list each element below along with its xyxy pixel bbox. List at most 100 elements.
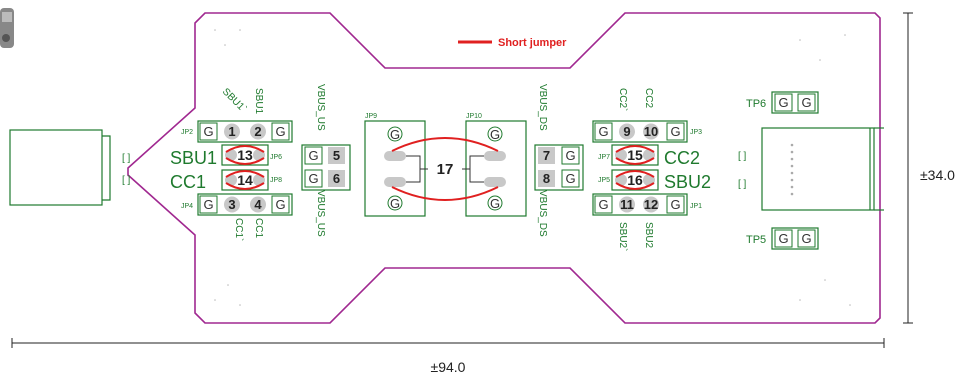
pad-7: 7 [538, 147, 555, 164]
svg-text:G: G [670, 124, 680, 139]
pad-g: G [666, 122, 685, 141]
svg-text:9: 9 [623, 124, 630, 139]
svg-text:G: G [308, 148, 318, 163]
svg-text:G: G [203, 124, 213, 139]
pad-g: G [304, 169, 323, 188]
label-cc1-bottom: CC1 [253, 218, 264, 238]
label-cc1-big: CC1 [170, 172, 206, 192]
svg-text:G: G [565, 171, 575, 186]
svg-text:[ ]: [ ] [122, 175, 131, 186]
jumper-14: 14 [225, 170, 265, 190]
svg-text:G: G [565, 148, 575, 163]
label-cc2-big: CC2 [664, 148, 700, 168]
svg-text:10: 10 [644, 124, 658, 139]
header-jp4 [197, 193, 293, 216]
svg-text:G: G [670, 197, 680, 212]
pad-g: G [199, 122, 218, 141]
svg-text:7: 7 [543, 148, 550, 163]
label-jp5: JP5 [598, 177, 610, 184]
svg-text:[ ]: [ ] [738, 179, 747, 190]
label-sbu2-prime: SBU2` [617, 222, 629, 251]
pad-9: 9 [619, 123, 635, 140]
corner-dots [214, 29, 851, 306]
legend-label: Short jumper [498, 37, 567, 49]
dimension-height: ±34.0 [903, 12, 955, 324]
label-sbu1-prime: SBU1` [220, 86, 249, 115]
header-jp3 [592, 120, 688, 143]
svg-text:[ ]: [ ] [738, 151, 747, 162]
pad-2: 2 [250, 123, 266, 140]
svg-text:G: G [801, 95, 811, 110]
label-cc1-prime: CC1` [233, 218, 245, 241]
usb-connector-left: [ ] [ ] [9, 129, 131, 206]
pad-g: G [271, 195, 290, 214]
label-sbu1-top: SBU1 [253, 88, 264, 115]
dimension-width: ±94.0 [11, 338, 885, 375]
label-jp1: JP1 [690, 203, 702, 210]
pad-g: G [390, 127, 400, 142]
pad-3: 3 [224, 196, 240, 213]
pad-4: 4 [250, 196, 266, 213]
label-sbu2-bottom: SBU2 [643, 222, 654, 249]
pad-11: 11 [619, 196, 635, 213]
header-vbus-us [301, 144, 351, 191]
pad-g: G [561, 169, 580, 188]
svg-text:14: 14 [237, 172, 253, 188]
label-jp3: JP3 [690, 129, 702, 136]
label-vbus-ds-top: VBUS_DS [537, 84, 548, 131]
legend: Short jumper [458, 37, 567, 49]
pad-g: G [666, 195, 685, 214]
label-cc2-top: CC2 [643, 88, 654, 108]
header-vbus-ds [534, 144, 584, 191]
label-jp6: JP6 [270, 154, 282, 161]
svg-text:15: 15 [627, 147, 643, 163]
pad-6: 6 [328, 170, 345, 187]
svg-text:G: G [778, 231, 788, 246]
component-icon [0, 8, 14, 48]
label-vbus-ds-bottom: VBUS_DS [537, 190, 548, 237]
pad-g: G [199, 195, 218, 214]
svg-text:8: 8 [543, 171, 550, 186]
label-jp4: JP4 [181, 203, 193, 210]
svg-text:G: G [203, 197, 213, 212]
jumper-16: 16 [615, 170, 655, 190]
svg-text:G: G [275, 124, 285, 139]
testpoint-tp6: TP6 G G [746, 91, 819, 114]
svg-text:G: G [801, 231, 811, 246]
svg-text:G: G [778, 95, 788, 110]
pad-10: 10 [643, 123, 659, 140]
svg-text:G: G [275, 197, 285, 212]
svg-text:G: G [308, 171, 318, 186]
pad-8: 8 [538, 170, 555, 187]
pad-g: G [594, 122, 613, 141]
usb-connector-right: [ ] [ ] [738, 127, 884, 211]
pad-g: G [594, 195, 613, 214]
pad-g: G [490, 196, 500, 211]
pad-g: G [304, 146, 323, 165]
svg-text:5: 5 [333, 148, 340, 163]
header-jp1 [592, 193, 688, 216]
svg-text:6: 6 [333, 171, 340, 186]
svg-text:[ ]: [ ] [122, 153, 131, 164]
pad-12: 12 [643, 196, 659, 213]
svg-text:±34.0: ±34.0 [920, 167, 955, 183]
label-sbu1-big: SBU1 [170, 148, 217, 168]
svg-text:G: G [598, 197, 608, 212]
pad-g: G [390, 196, 400, 211]
label-vbus-us-bottom: VBUS_US [315, 190, 326, 237]
svg-text:13: 13 [237, 147, 253, 163]
pad-g: G [561, 146, 580, 165]
svg-text:G: G [598, 124, 608, 139]
pad-g: G [271, 122, 290, 141]
label-vbus-us-top: VBUS_US [315, 84, 326, 131]
label-sbu2-big: SBU2 [664, 172, 711, 192]
svg-text:TP6: TP6 [746, 98, 766, 110]
svg-text:11: 11 [620, 197, 634, 212]
svg-text:3: 3 [228, 197, 235, 212]
svg-text:12: 12 [644, 197, 658, 212]
label-cc2-prime: CC2` [617, 88, 629, 111]
jumper-15: 15 [615, 145, 655, 165]
pad-g: G [490, 127, 500, 142]
testpoint-tp5: TP5 G G [746, 227, 819, 250]
